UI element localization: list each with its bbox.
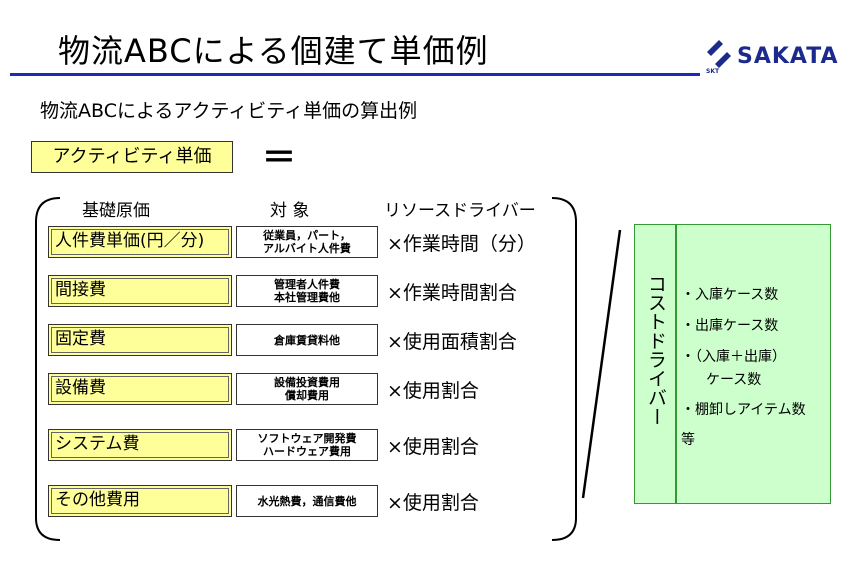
header-resource-driver: リソースドライバー [384,201,536,221]
row-label-labor: 人件費単価(円／分) [48,226,232,258]
row-target-other: 水光熱費，通信費他 [236,485,378,517]
cost-driver-item: ・入庫ケース数 [681,287,779,303]
header-target: 対 象 [270,201,310,221]
row-target-fixed: 倉庫賃貸料他 [236,324,378,356]
cost-driver-list-box [676,224,831,504]
row-driver-equipment: ×使用割合 [387,380,479,402]
cost-driver-title: コストドライバー [645,274,667,426]
company-logo: SAKATA SKT [703,38,855,78]
activity-unit-price-label: アクティビティ単価 [31,141,233,173]
row-driver-overhead: ×作業時間割合 [387,282,517,304]
row-driver-system: ×使用割合 [387,436,479,458]
cost-driver-item: ・（入庫＋出庫） [681,349,786,365]
row-driver-labor: ×作業時間（分） [387,233,536,255]
equals-sign: ＝ [262,138,296,178]
logo-wordmark: SAKATA [737,44,839,69]
row-target-equipment: 設備投資費用償却費用 [236,373,378,405]
row-driver-fixed: ×使用面積割合 [387,331,517,353]
cost-driver-item: ・棚卸しアイテム数 [681,402,806,418]
row-target-labor: 従業員，パート，アルバイト人件費 [236,226,378,258]
cost-driver-item: ・出庫ケース数 [681,318,779,334]
section-subtitle: 物流ABCによるアクティビティ単価の算出例 [40,100,418,122]
logo-sub-mark: SKT [706,68,720,75]
row-label-system: システム費 [48,429,232,461]
cost-driver-title-box [634,224,676,504]
cost-driver-item: ケース数 [706,372,762,388]
row-target-overhead: 管理者人件費本社管理費他 [236,275,378,307]
row-label-overhead: 間接費 [48,275,232,307]
row-label-equipment: 設備費 [48,373,232,405]
page-title: 物流ABCによる個建て単価例 [58,32,489,70]
row-label-fixed: 固定費 [48,324,232,356]
cost-driver-item: 等 [681,432,695,448]
sakata-logo-mark-icon [707,40,731,68]
title-divider [10,73,700,76]
header-base-cost: 基礎原価 [82,201,150,221]
row-target-system: ソフトウェア開発費ハードウェア費用 [236,429,378,461]
row-driver-other: ×使用割合 [387,492,479,514]
row-label-other: その他費用 [48,485,232,517]
